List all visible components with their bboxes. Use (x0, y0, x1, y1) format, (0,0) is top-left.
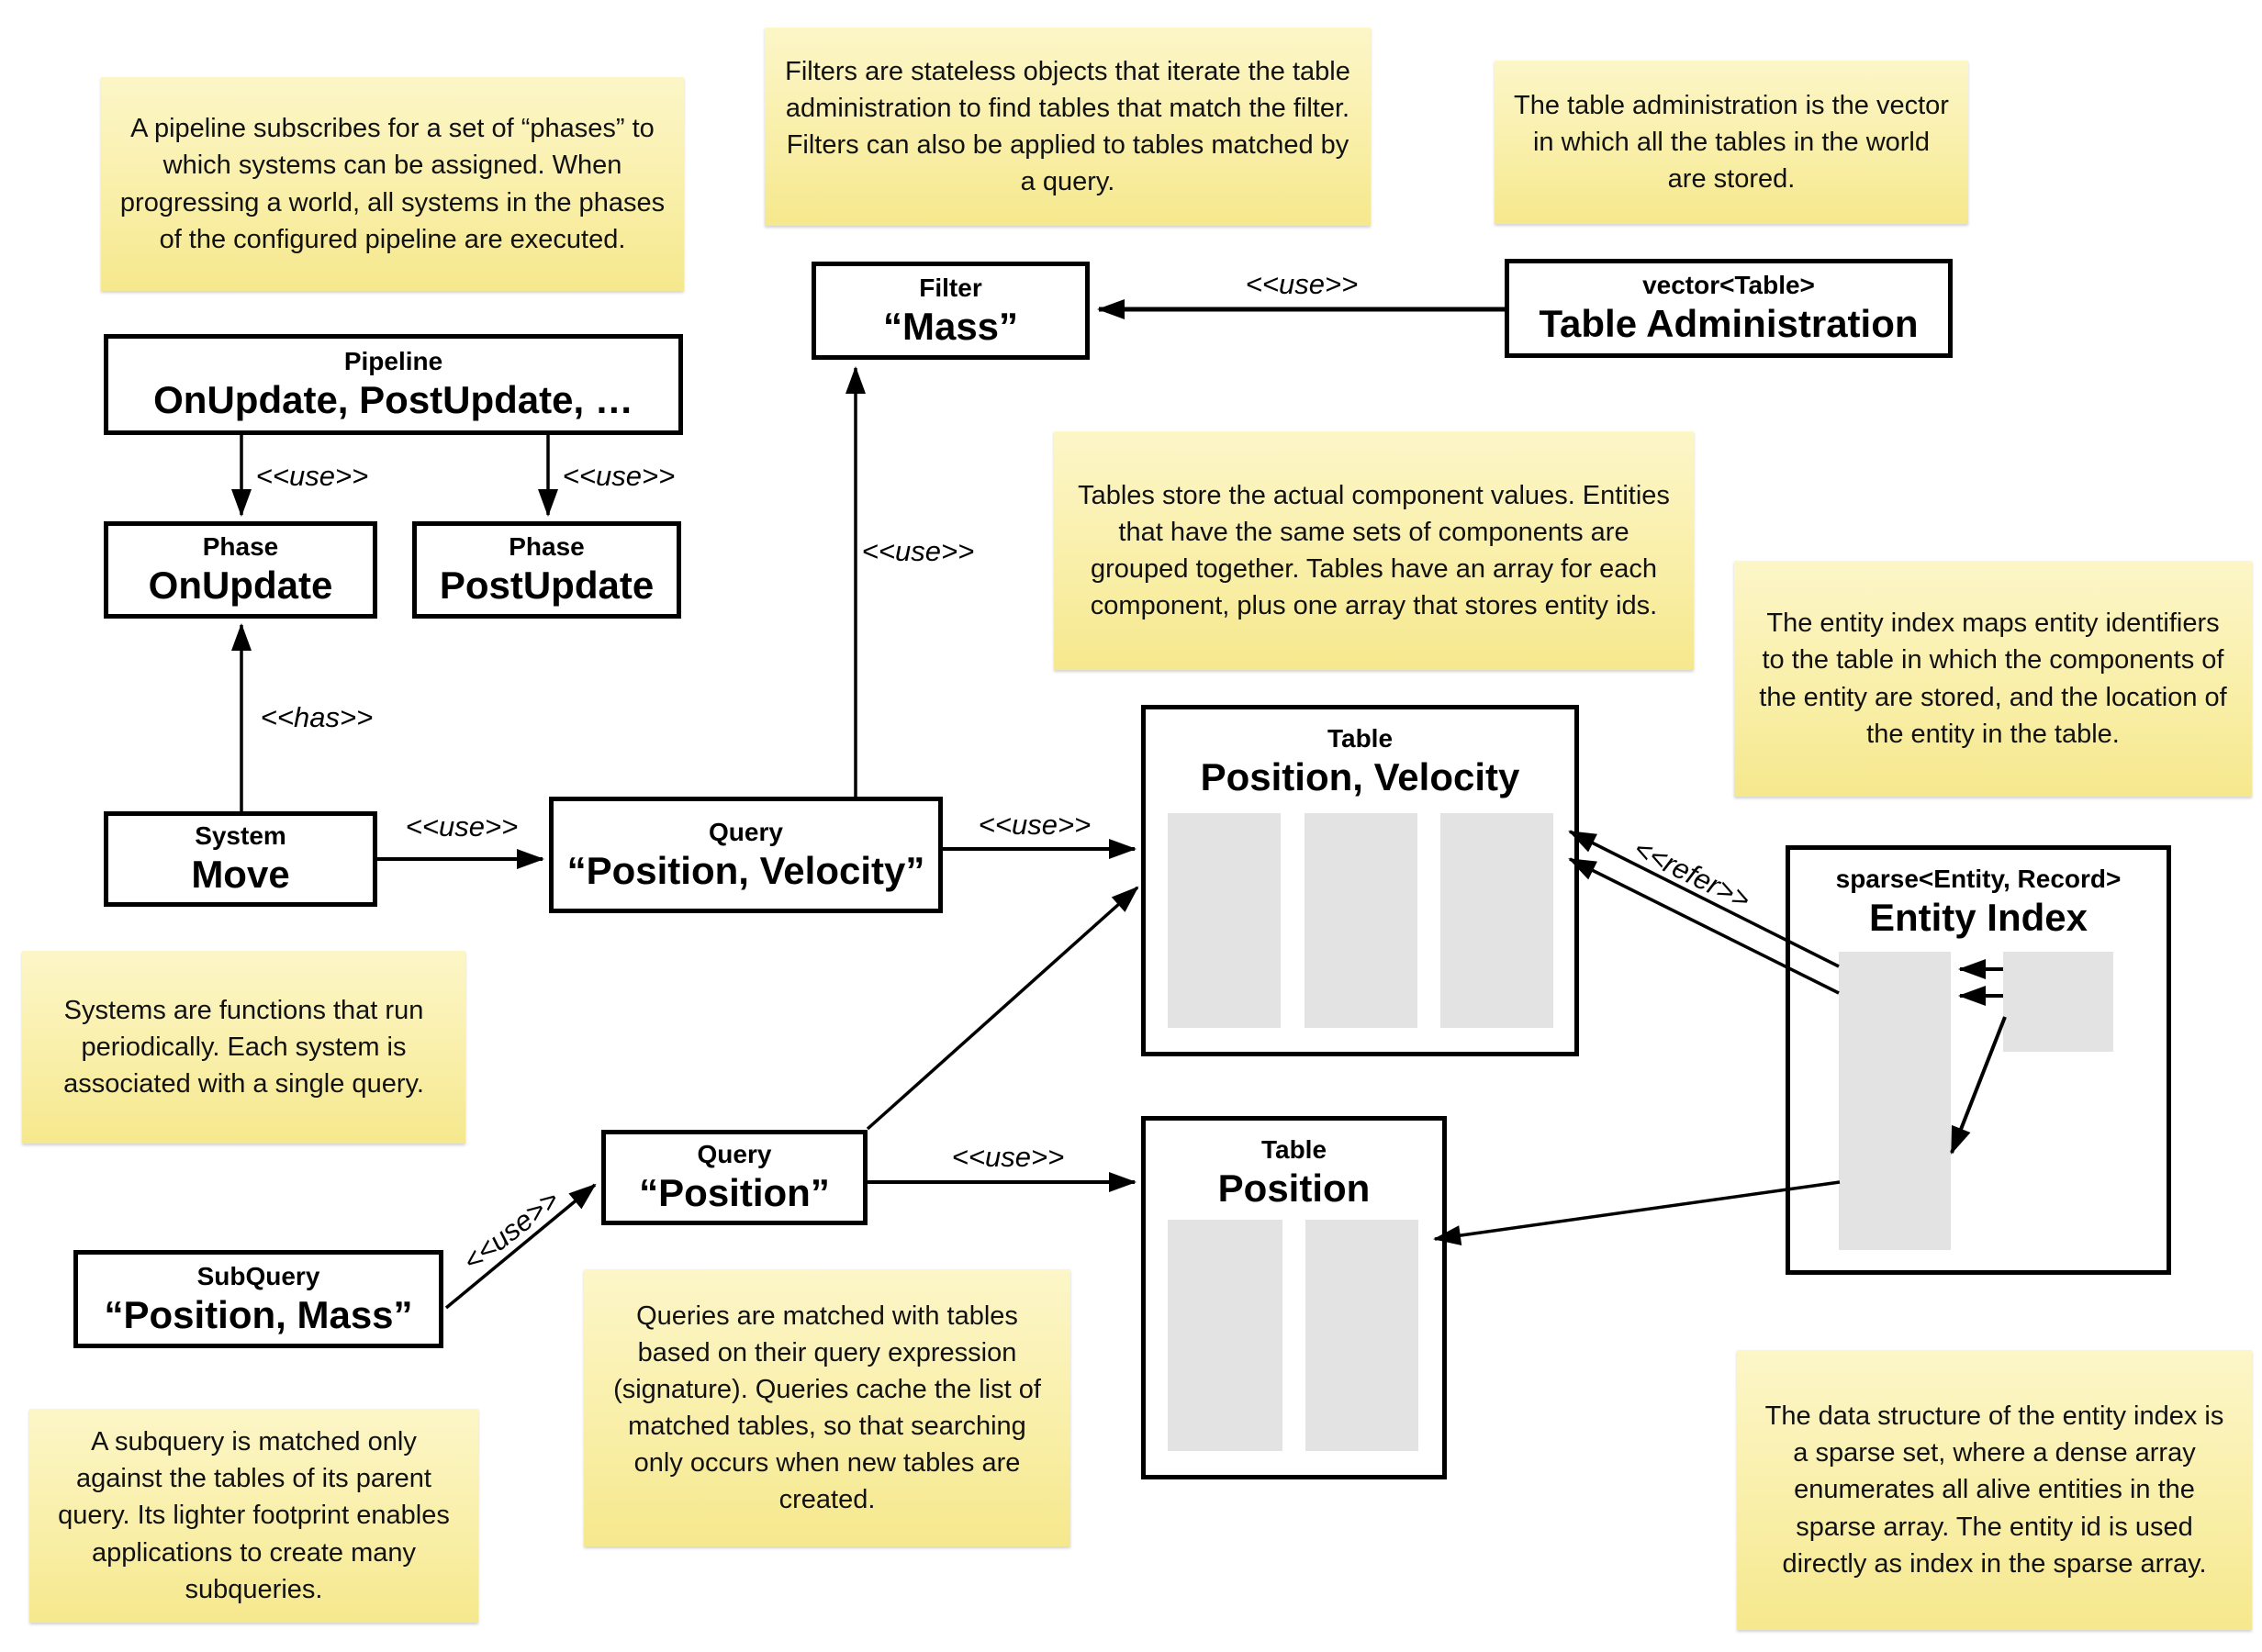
box-table-position-velocity: Table Position, Velocity (1141, 705, 1579, 1056)
box-table-position-label: Position (1217, 1166, 1371, 1210)
note-pipeline: A pipeline subscribes for a set of “phas… (101, 77, 684, 291)
edge-label-use-pipeline-postupdate: <<use>> (562, 460, 676, 492)
note-subquery-text: A subquery is matched only against the t… (58, 1427, 450, 1604)
box-pipeline-label: OnUpdate, PostUpdate, … (153, 378, 633, 422)
arrow-entityindex-to-tablepos (1433, 1180, 1841, 1245)
box-phase-postupdate-label: PostUpdate (439, 564, 655, 608)
box-phase-onupdate: Phase OnUpdate (104, 521, 377, 619)
box-query-position-label: “Position” (639, 1171, 830, 1215)
note-table-admin: The table administration is the vector i… (1495, 61, 1968, 224)
note-tables-text: Tables store the actual component values… (1078, 480, 1670, 621)
box-entity-index: sparse<Entity, Record> Entity Index (1786, 845, 2171, 1275)
box-system-move-label: Move (191, 853, 290, 897)
box-query-position-type: Query (697, 1140, 772, 1169)
dense-array (2003, 952, 2113, 1052)
box-entity-index-label: Entity Index (1868, 896, 2088, 939)
box-table-administration: vector<Table> Table Administration (1505, 259, 1953, 358)
box-phase-postupdate-type: Phase (509, 532, 585, 562)
note-sparse-set: The data structure of the entity index i… (1737, 1350, 2252, 1630)
box-query-position-velocity: Query “Position, Velocity” (549, 797, 943, 913)
component-array-3 (1440, 813, 1553, 1028)
box-table-administration-label: Table Administration (1539, 302, 1919, 346)
note-systems: Systems are functions that run periodica… (22, 951, 465, 1144)
box-query-position: Query “Position” (601, 1130, 868, 1225)
sparse-array (1839, 952, 1951, 1250)
component-array-position (1168, 1220, 1282, 1451)
box-system-move-type: System (195, 821, 286, 851)
arrow-querypos-to-tablepv (866, 886, 1139, 1131)
component-array-1 (1168, 813, 1281, 1028)
note-systems-text: Systems are functions that run periodica… (63, 995, 424, 1099)
box-pipeline-type: Pipeline (343, 347, 443, 376)
edge-label-use-subquery-querypos: <<use>> (456, 1183, 566, 1278)
edge-label-refer-entityindex-tablepv: <<refer>> (1629, 832, 1756, 917)
note-tables: Tables store the actual component values… (1054, 431, 1694, 670)
box-table-administration-type: vector<Table> (1642, 271, 1815, 300)
note-queries-text: Queries are matched with tables based on… (613, 1300, 1041, 1515)
component-array-2 (1305, 813, 1417, 1028)
note-entity-index: The entity index maps entity identifiers… (1734, 561, 2252, 797)
box-phase-onupdate-label: OnUpdate (148, 564, 333, 608)
box-subquery: SubQuery “Position, Mass” (73, 1250, 443, 1348)
box-query-position-velocity-label: “Position, Velocity” (566, 848, 925, 892)
note-filters-text: Filters are stateless objects that itera… (785, 56, 1350, 197)
box-query-position-velocity-type: Query (709, 817, 783, 846)
note-subquery: A subquery is matched only against the t… (29, 1409, 478, 1623)
box-table-position-velocity-type: Table (1327, 724, 1394, 753)
edge-label-has-system-phase: <<has>> (260, 701, 374, 733)
box-pipeline: Pipeline OnUpdate, PostUpdate, … (104, 334, 683, 435)
note-pipeline-text: A pipeline subscribes for a set of “phas… (119, 114, 666, 254)
note-filters: Filters are stateless objects that itera… (765, 28, 1371, 226)
box-entity-index-type: sparse<Entity, Record> (1835, 865, 2122, 893)
box-filter-mass: Filter “Mass” (812, 262, 1090, 360)
edge-label-use-querypv-tablepv: <<use>> (978, 809, 1092, 841)
box-phase-onupdate-type: Phase (202, 532, 279, 562)
edge-label-use-pipeline-onupdate: <<use>> (255, 460, 369, 492)
note-queries: Queries are matched with tables based on… (584, 1269, 1070, 1546)
box-subquery-label: “Position, Mass” (104, 1292, 413, 1336)
box-phase-postupdate: Phase PostUpdate (412, 521, 681, 619)
edge-label-use-querypos-tablepos: <<use>> (951, 1141, 1065, 1173)
edge-label-use-querypv-filter: <<use>> (861, 535, 975, 567)
box-subquery-type: SubQuery (196, 1261, 320, 1290)
edge-label-use-system-querypv: <<use>> (405, 810, 519, 843)
note-sparse-set-text: The data structure of the entity index i… (1764, 1401, 2224, 1579)
note-table-admin-text: The table administration is the vector i… (1514, 90, 1949, 194)
box-filter-mass-label: “Mass” (882, 304, 1019, 348)
box-table-position-velocity-label: Position, Velocity (1200, 755, 1520, 798)
note-entity-index-text: The entity index maps entity identifiers… (1759, 608, 2227, 749)
edge-label-use-tableadmin-filter: <<use>> (1245, 268, 1359, 300)
entity-id-array (1305, 1220, 1418, 1451)
box-table-position-type: Table (1260, 1135, 1327, 1164)
box-system-move: System Move (104, 811, 377, 907)
box-filter-mass-type: Filter (919, 273, 982, 302)
box-table-position: Table Position (1141, 1116, 1447, 1479)
